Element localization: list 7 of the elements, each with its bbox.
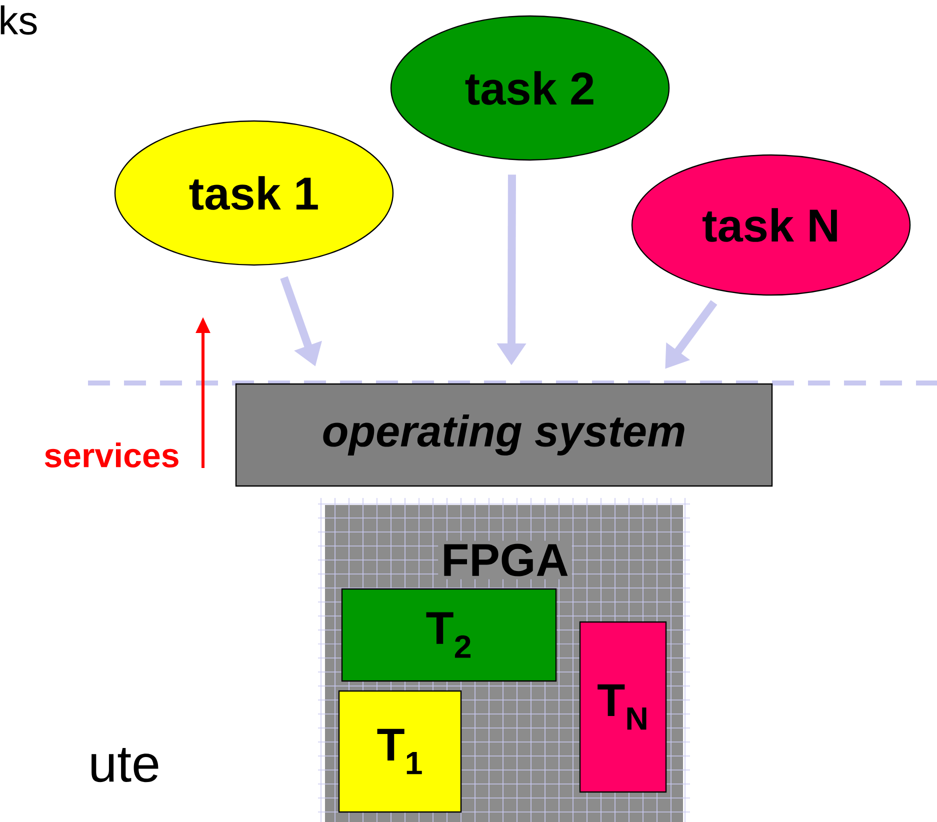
task-block: T$_{N}$ [579, 621, 667, 793]
os-box: operating system [235, 383, 773, 487]
cut-off-text: ute [92, 748, 158, 782]
services-label: services [44, 442, 178, 468]
task-block: T$_{1}$ [338, 690, 462, 813]
cut-off-text: ks [0, 5, 37, 35]
task-block: T$_{2}$ [341, 588, 557, 682]
